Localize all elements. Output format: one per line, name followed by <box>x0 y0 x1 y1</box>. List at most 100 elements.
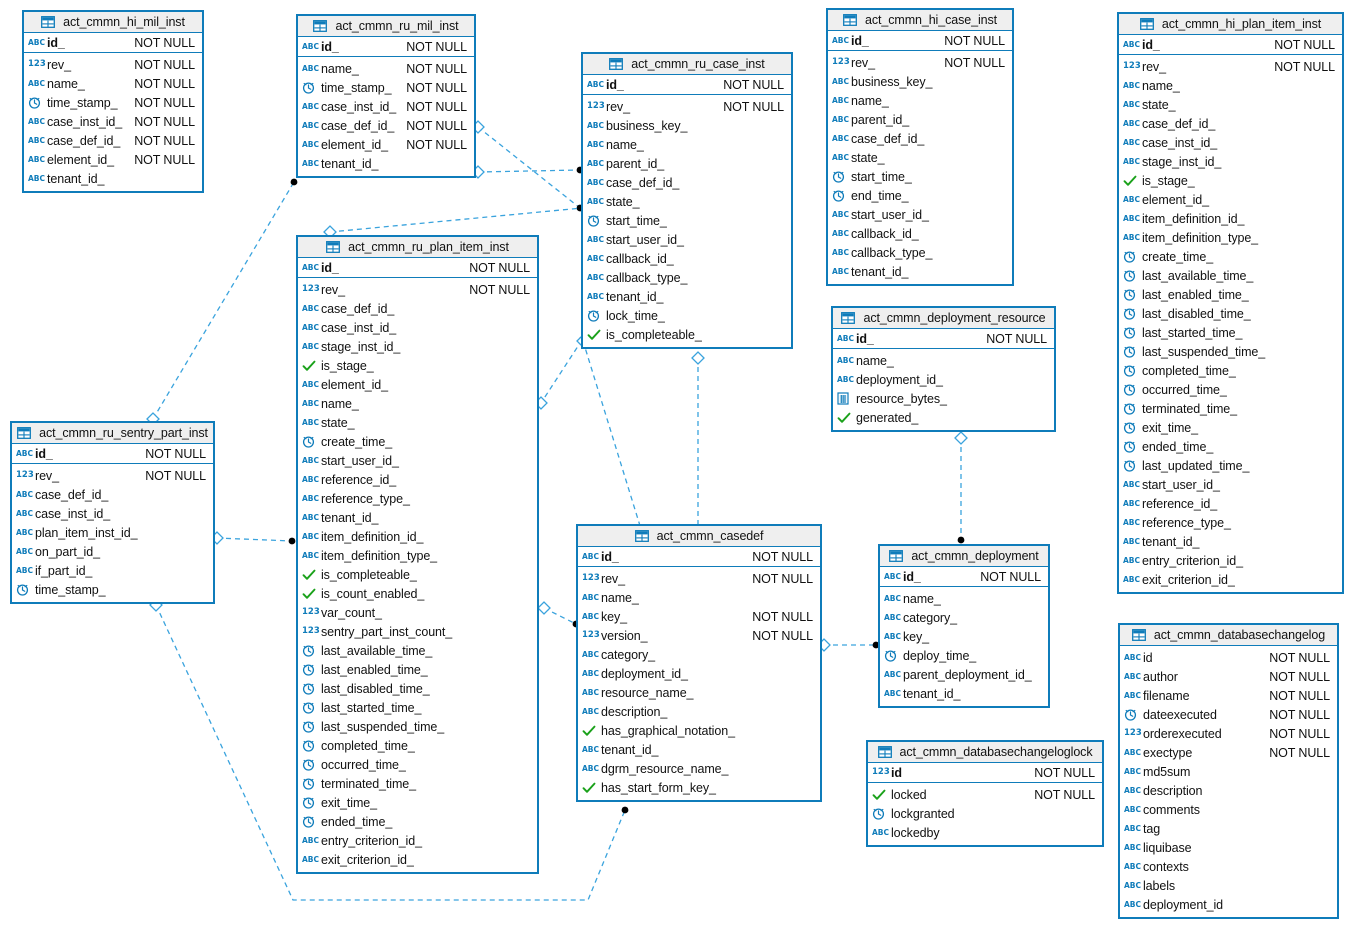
column-row[interactable]: create_time_ <box>298 432 537 451</box>
table-header-act_cmmn_ru_mil_inst[interactable]: act_cmmn_ru_mil_inst <box>298 16 474 37</box>
table-header-act_cmmn_databasechangelog[interactable]: act_cmmn_databasechangelog <box>1120 625 1337 646</box>
column-row[interactable]: last_available_time_ <box>298 641 537 660</box>
relationship-rel-deployment-resource-deployment[interactable] <box>954 431 968 544</box>
relationship-rel-case-inst-plan-item[interactable] <box>534 336 586 410</box>
column-row[interactable]: is_completeable_ <box>583 325 791 344</box>
relationship-rel-case-inst-casedef-b[interactable] <box>691 351 705 532</box>
column-row[interactable]: terminated_time_ <box>298 774 537 793</box>
table-header-act_cmmn_ru_plan_item_inst[interactable]: act_cmmn_ru_plan_item_inst <box>298 237 537 258</box>
column-row[interactable]: last_started_time_ <box>298 698 537 717</box>
table-header-act_cmmn_ru_case_inst[interactable]: act_cmmn_ru_case_inst <box>583 54 791 75</box>
relationship-rel-ru-mil-case-state[interactable] <box>471 165 584 179</box>
column-row[interactable]: occurred_time_ <box>298 755 537 774</box>
table-header-act_cmmn_hi_mil_inst[interactable]: act_cmmn_hi_mil_inst <box>24 12 202 33</box>
column-row[interactable]: last_enabled_time_ <box>1119 285 1342 304</box>
relationship-rel-plan-item-casedef[interactable] <box>537 601 580 628</box>
column-row[interactable]: time_stamp_ <box>12 580 213 599</box>
table-header-act_cmmn_databasechangeloglock[interactable]: act_cmmn_databasechangeloglock <box>868 742 1102 763</box>
table-header-act_cmmn_casedef[interactable]: act_cmmn_casedef <box>578 526 820 547</box>
column-row[interactable]: lockgranted <box>868 804 1102 823</box>
column-row[interactable]: time_stamp_NOT NULL <box>298 78 474 97</box>
relationship-rel-plan-item-case-top[interactable] <box>323 204 586 239</box>
table-header-act_cmmn_deployment[interactable]: act_cmmn_deployment <box>880 546 1048 567</box>
column-row[interactable]: is_stage_ <box>1119 171 1342 190</box>
column-row[interactable]: is_stage_ <box>298 356 537 375</box>
column-row[interactable]: time_stamp_NOT NULL <box>24 93 202 112</box>
column-row[interactable]: generated_ <box>833 408 1054 427</box>
column-row[interactable]: ended_time_ <box>298 812 537 831</box>
column-row[interactable]: end_time_ <box>828 186 1012 205</box>
column-row[interactable]: last_disabled_time_ <box>298 679 537 698</box>
column-row[interactable]: lock_time_ <box>583 306 791 325</box>
column-row[interactable]: occurred_time_ <box>1119 380 1342 399</box>
column-row[interactable]: last_available_time_ <box>1119 266 1342 285</box>
